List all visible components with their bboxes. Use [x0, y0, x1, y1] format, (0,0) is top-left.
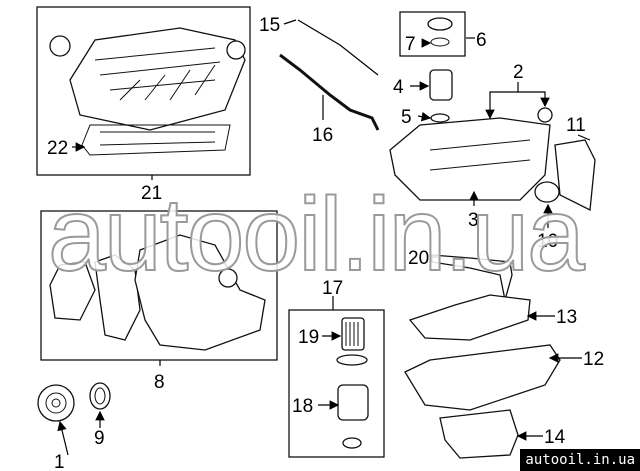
- callout-20: 20: [408, 248, 429, 269]
- oil-filter-box: [288, 309, 385, 458]
- cover-plate-part: [554, 139, 596, 212]
- callout-15: 15: [259, 15, 280, 36]
- callout-16: 16: [312, 125, 333, 146]
- site-badge: autooil.in.ua: [520, 449, 640, 471]
- callout-13: 13: [556, 307, 577, 328]
- callout-2: 2: [513, 62, 524, 83]
- timing-cover-box: [40, 210, 278, 361]
- lower-oil-pan-part: [439, 409, 519, 459]
- callout-11: 11: [566, 115, 586, 136]
- callout-labels: 1 2 3 4 5 6 7 8 9 10 11 12 13 14 15 16 1…: [47, 15, 604, 471]
- oil-cap-part: [427, 17, 453, 47]
- intake-manifold-box: [36, 6, 251, 176]
- callout-10: 10: [537, 231, 558, 252]
- callout-18: 18: [292, 396, 313, 417]
- callout-6: 6: [476, 30, 487, 51]
- callout-22: 22: [47, 138, 68, 159]
- callout-5: 5: [401, 107, 412, 128]
- leader-lines: [57, 19, 591, 456]
- callout-19: 19: [298, 327, 319, 348]
- callout-21: 21: [141, 183, 162, 204]
- rear-seal-part: [534, 181, 560, 203]
- front-seal-part: [89, 382, 111, 410]
- callout-3: 3: [468, 210, 479, 231]
- oil-cap-box: [399, 11, 466, 57]
- callout-12: 12: [583, 349, 604, 370]
- callout-1: 1: [54, 452, 65, 471]
- intake-manifold-part: [49, 27, 246, 156]
- oil-filter-part: [336, 317, 369, 449]
- callout-4: 4: [393, 77, 404, 98]
- callout-7: 7: [405, 34, 416, 55]
- callout-9: 9: [94, 428, 105, 449]
- timing-cover-part: [49, 234, 266, 351]
- dipstick-tube-part: [279, 53, 380, 131]
- oil-pan-part: [404, 344, 561, 411]
- callout-8: 8: [154, 372, 165, 393]
- oil-filler-part: [429, 69, 453, 123]
- callout-14: 14: [544, 427, 566, 448]
- baffle-plate-part: [408, 294, 531, 341]
- watermark-text: autooil.in.ua: [48, 177, 585, 293]
- valve-cover-part: [389, 107, 553, 201]
- callout-17: 17: [322, 278, 343, 299]
- dipstick-part: [297, 19, 379, 76]
- crank-pulley-part: [37, 384, 75, 422]
